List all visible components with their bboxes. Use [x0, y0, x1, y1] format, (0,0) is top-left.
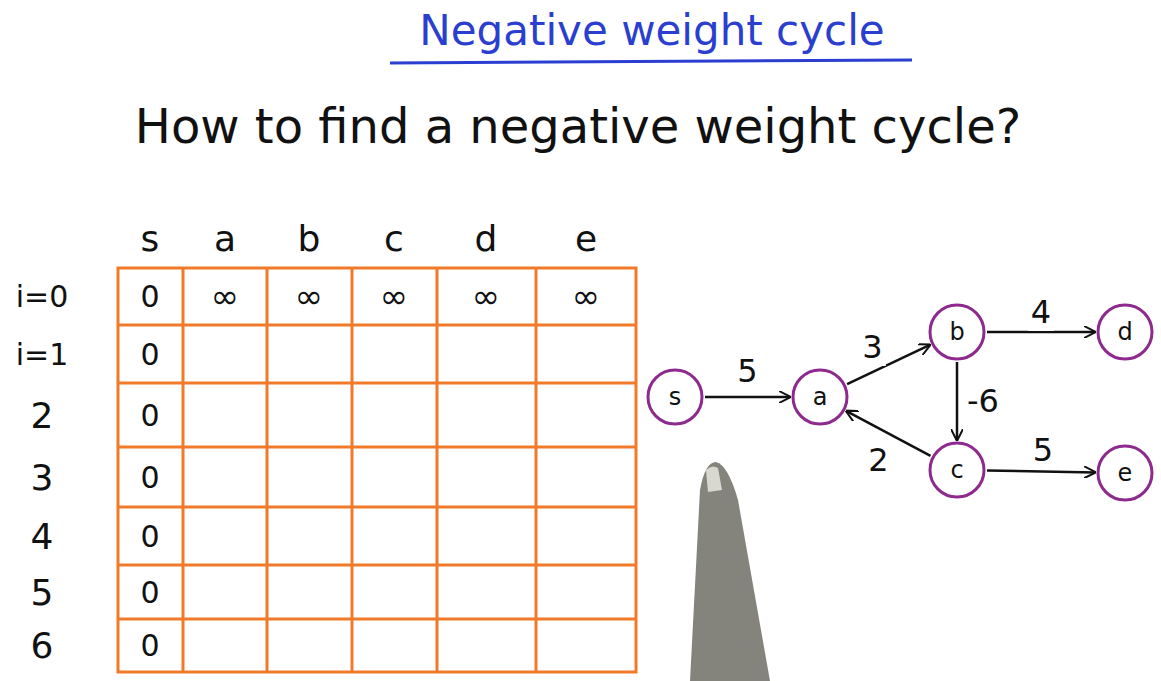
table-cell: 0	[140, 575, 159, 610]
table-cell: ∞	[572, 276, 600, 316]
row-label: i=0	[16, 279, 69, 314]
edge-weight: -6	[964, 382, 1002, 420]
vertex-circle: c	[928, 441, 986, 499]
vertex-text: b	[928, 303, 986, 361]
title-underline	[390, 60, 912, 63]
table-cell: 0	[140, 628, 159, 663]
table-cell: 0	[140, 398, 159, 433]
table-cell: 0	[140, 519, 159, 554]
directed-edge	[956, 362, 959, 440]
table-cell: 0	[140, 460, 159, 495]
row-label: 6	[31, 625, 54, 666]
vertex-circle: b	[928, 303, 986, 361]
column-header: s	[141, 218, 160, 259]
row-label: 3	[31, 457, 54, 498]
vertex-circle: a	[791, 368, 849, 426]
column-header: a	[214, 218, 236, 259]
title: Negative weight cycle	[419, 6, 884, 55]
pen-illustration	[690, 462, 770, 681]
vertex-label: b	[949, 318, 964, 346]
vertex-label: e	[1118, 459, 1133, 487]
table-cell: ∞	[472, 276, 500, 316]
vertex-text: d	[1096, 303, 1154, 361]
edge-weight: 5	[1030, 431, 1056, 469]
column-header: d	[475, 218, 498, 259]
row-label: i=1	[16, 337, 69, 372]
table-cell: ∞	[211, 276, 239, 316]
directed-edge	[705, 396, 790, 399]
column-header: c	[384, 218, 404, 259]
table-lines	[118, 268, 636, 672]
vertex-label: a	[813, 383, 828, 411]
vertex-circle: d	[1096, 303, 1154, 361]
directed-edge	[987, 331, 1095, 334]
edge-weight: 2	[865, 441, 891, 479]
table-cell: ∞	[380, 276, 408, 316]
table-cell: 0	[140, 279, 159, 314]
vertex-label: c	[950, 456, 963, 484]
column-header: b	[298, 218, 321, 259]
question-heading: How to find a negative weight cycle?	[135, 98, 1021, 154]
table-cell: 0	[140, 337, 159, 372]
column-header: e	[575, 218, 597, 259]
edge-weight: 4	[1028, 293, 1054, 331]
vertex-label: s	[669, 383, 682, 411]
vertex-circle: e	[1096, 444, 1154, 502]
vertex-text: s	[646, 368, 704, 426]
row-label: 4	[31, 516, 54, 557]
row-label: 2	[31, 395, 54, 436]
vertex-text: c	[928, 441, 986, 499]
directed-edge	[987, 471, 1095, 473]
table-cell: ∞	[295, 276, 323, 316]
vertex-circle: s	[646, 368, 704, 426]
vertex-text: a	[791, 368, 849, 426]
edge-weight: 5	[734, 352, 760, 390]
vertex-label: d	[1117, 318, 1132, 346]
edge-weight: 3	[859, 328, 885, 366]
vertex-text: e	[1096, 444, 1154, 502]
row-label: 5	[31, 572, 54, 613]
